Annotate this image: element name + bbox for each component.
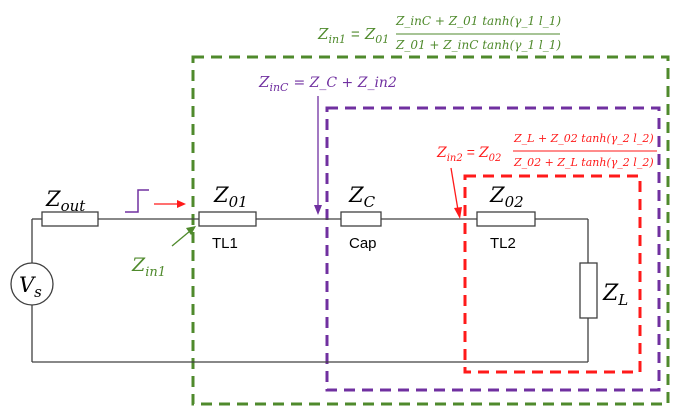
circuit-wires	[31, 218, 589, 363]
zout-label: Zout	[45, 187, 86, 215]
tl1-label: TL1	[212, 235, 238, 252]
tl2-label: TL2	[490, 235, 516, 252]
incident-arrow	[154, 200, 186, 208]
voltage-source	[10, 262, 54, 306]
svg-text:ZinC= Z_C + Z_in2: ZinC= Z_C + Z_in2	[258, 73, 397, 94]
zin1-region-box	[191, 55, 670, 406]
vs-label: Vs	[19, 273, 42, 301]
zinc-equation: ZinC= Z_C + Z_in2	[258, 73, 397, 94]
z02-label: Z02	[489, 183, 524, 211]
zin1-equation: Zin1=Z01 Z_inC + Z_01 tanh(γ_1 l_1) Z_01…	[317, 14, 561, 52]
zin1-label: Zin1	[131, 254, 166, 280]
zin1-arrow	[171, 226, 196, 247]
step-pulse-icon	[125, 189, 149, 213]
zout-resistor	[41, 211, 99, 227]
zinc-region-box	[325, 106, 661, 392]
tl1-component	[198, 211, 257, 227]
zin2-region-box	[463, 174, 642, 374]
zin2-arrow	[450, 167, 462, 219]
svg-text:Zin1=Z01: Zin1=Z01	[317, 25, 389, 46]
cap-component	[340, 211, 382, 227]
cap-label: Cap	[349, 235, 377, 252]
zin2-equation: Zin2=Z02 Z_L + Z_02 tanh(γ_2 l_2) Z_02 +…	[436, 132, 657, 169]
zinc-arrow	[314, 96, 322, 215]
svg-text:Zin2=Z02: Zin2=Z02	[436, 144, 501, 164]
zl-label: ZL	[602, 281, 628, 309]
tl2-component	[476, 211, 536, 227]
zin1-numerator: Z_inC + Z_01 tanh(γ_1 l_1)	[395, 14, 561, 28]
zin1-denominator: Z_01 + Z_inC tanh(γ_1 l_1)	[395, 38, 561, 52]
load-resistor	[579, 262, 598, 319]
zin2-numerator: Z_L + Z_02 tanh(γ_2 l_2)	[513, 132, 654, 145]
z01-label: Z01	[213, 183, 248, 211]
zc-label: ZC	[348, 183, 376, 211]
zin2-denominator: Z_02 + Z_L tanh(γ_2 l_2)	[513, 156, 654, 169]
